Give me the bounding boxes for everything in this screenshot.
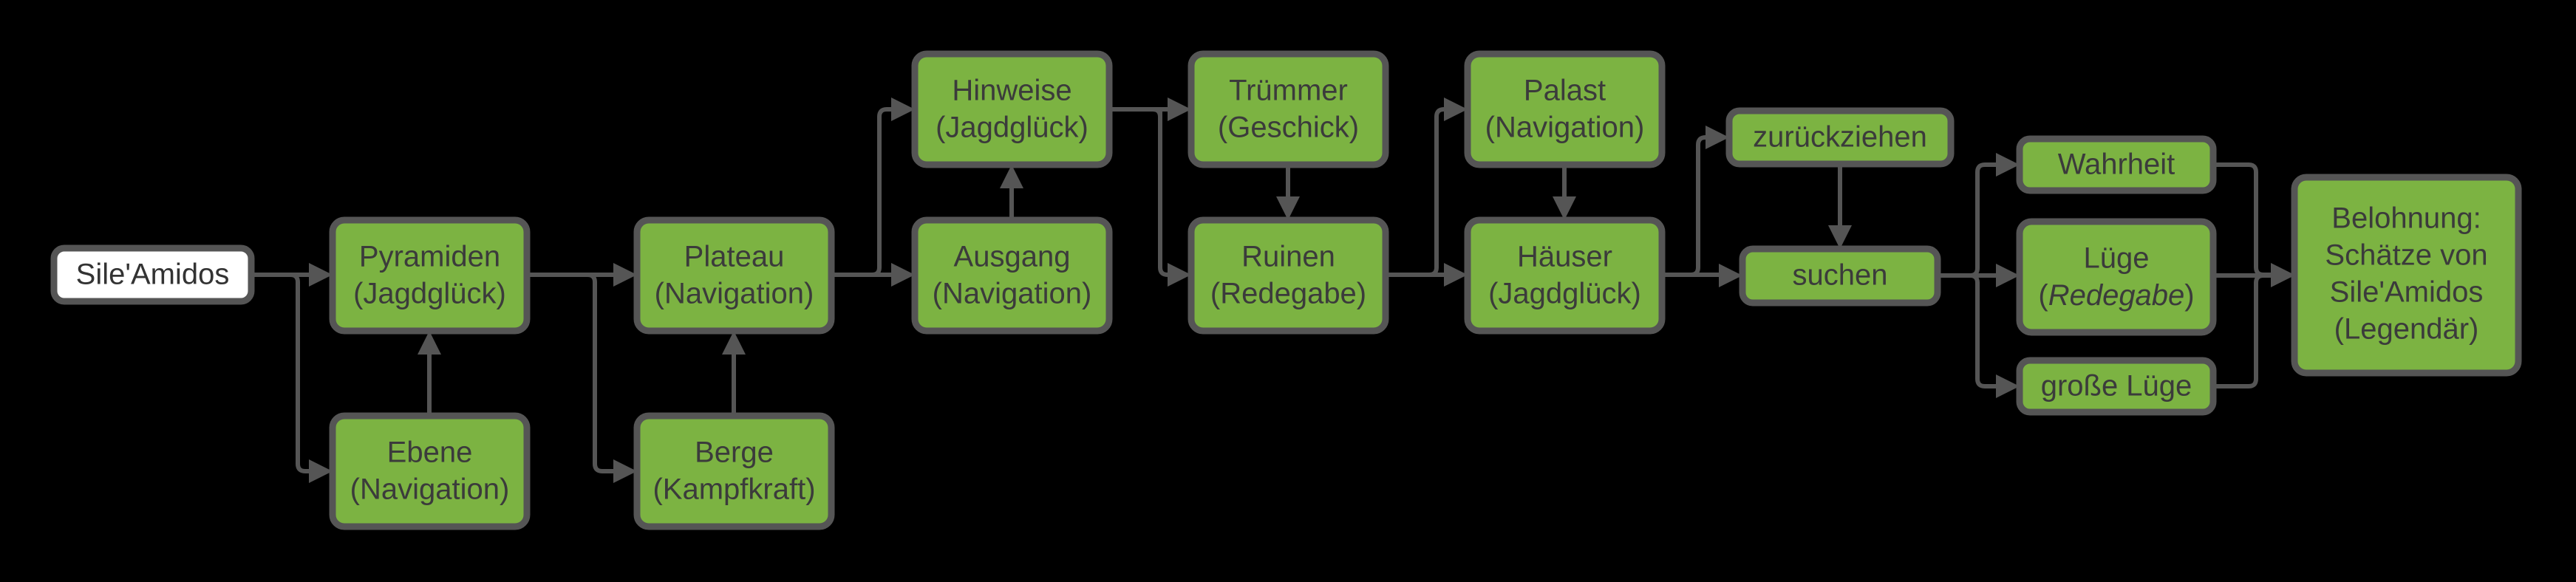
node-grosse-luege[interactable]: große Lüge [2016,357,2217,416]
node-ruinen-shape[interactable] [1188,216,1389,335]
node-truemmer-line-1: Trümmer [1229,75,1348,107]
edge-plateau-to-hinweise [831,97,915,277]
node-pyramiden[interactable]: Pyramiden (Jagdglück) [329,216,531,335]
node-wahrheit-label: Wahrheit [2058,148,2175,181]
node-ausgang-line-1: Ausgang [954,241,1071,273]
node-luege-line-2: (Redegabe) [2038,279,2194,312]
node-haeuser-line-1: Häuser [1517,241,1612,273]
node-ausgang-line-2: (Navigation) [933,278,1092,310]
start-node[interactable]: Sile'Amidos [50,244,255,305]
start-node-label: Sile'Amidos [76,259,230,291]
node-pyramiden-shape[interactable] [329,216,531,335]
node-truemmer-shape[interactable] [1188,50,1389,168]
node-suchen[interactable]: suchen [1739,245,1941,307]
node-suchen-shape[interactable] [1739,245,1941,307]
node-belohnung-line-3: Sile'Amidos [2330,276,2484,309]
node-zurueckziehen[interactable]: zurückziehen [1725,107,1955,168]
edge-suchen-to-luege [1938,264,2020,287]
node-suchen-label: suchen [1793,259,1888,292]
edge-ebene-to-pyramiden [418,331,441,416]
node-ausgang-shape[interactable] [911,216,1113,335]
node-ebene-line-2: (Navigation) [350,473,510,506]
node-ebene[interactable]: Ebene (Navigation) [329,412,531,530]
node-berge-line-2: (Kampfkraft) [652,473,815,506]
node-berge[interactable]: Berge (Kampfkraft) [633,412,835,530]
node-ruinen-line-1: Ruinen [1241,241,1335,273]
edge-ruinen-to-haeuser [1386,263,1468,287]
node-hinweise-line-1: Hinweise [952,75,1071,107]
edge-wahrheit-to-belohnung [2213,162,2294,287]
node-palast-line-1: Palast [1524,75,1606,107]
luege-skill-italic: Redegabe [2048,279,2185,312]
edge-suchen-to-wahrheit [1938,153,2020,278]
node-plateau-shape[interactable] [633,216,835,335]
edge-truemmer-to-ruinen [1276,165,1300,220]
node-hinweise-line-2: (Jagdglück) [936,112,1088,144]
node-belohnung-line-1: Belohnung: [2331,202,2481,235]
node-berge-shape[interactable] [633,412,835,530]
node-wahrheit[interactable]: Wahrheit [2016,135,2217,194]
node-truemmer[interactable]: Trümmer (Geschick) [1188,50,1389,168]
node-haeuser[interactable]: Häuser (Jagdglück) [1464,216,1666,335]
edge-grosse-luege-to-belohnung [2213,273,2271,388]
node-truemmer-line-2: (Geschick) [1218,112,1359,144]
node-belohnung[interactable]: Belohnung: Schätze von Sile'Amidos (Lege… [2291,174,2522,377]
edge-pyramiden-to-berge [527,273,637,483]
node-belohnung-line-4: (Legendär) [2334,313,2479,346]
node-ebene-line-1: Ebene [387,437,473,469]
node-haeuser-line-2: (Jagdglück) [1488,278,1641,310]
node-plateau-line-1: Plateau [684,241,785,273]
edge-haeuser-to-zurueckziehen [1662,126,1729,277]
node-ausgang[interactable]: Ausgang (Navigation) [911,216,1113,335]
edge-suchen-to-grosse-luege [1969,273,2020,398]
edge-hinweise-to-ruinen [1142,107,1191,287]
node-layer: Sile'Amidos Pyramiden (Jagdglück) Ebene … [50,50,2522,530]
edge-berge-to-plateau [722,331,746,416]
node-palast-shape[interactable] [1464,50,1666,168]
node-hinweise[interactable]: Hinweise (Jagdglück) [911,50,1113,168]
node-palast[interactable]: Palast (Navigation) [1464,50,1666,168]
node-palast-line-2: (Navigation) [1485,112,1645,144]
node-grosse-luege-shape[interactable] [2016,357,2217,416]
node-ruinen[interactable]: Ruinen (Redegabe) [1188,216,1389,335]
node-pyramiden-line-1: Pyramiden [359,241,500,273]
node-luege-line-1: Lüge [2084,242,2150,275]
node-haeuser-shape[interactable] [1464,216,1666,335]
luege-paren-open: ( [2038,279,2048,312]
node-zurueckziehen-shape[interactable] [1725,107,1955,168]
node-hinweise-shape[interactable] [911,50,1113,168]
node-belohnung-line-2: Schätze von [2325,239,2487,272]
edge-layer [251,97,2294,483]
edge-haeuser-to-suchen [1662,264,1742,287]
node-ebene-shape[interactable] [329,412,531,530]
edge-ruinen-to-palast [1386,97,1468,277]
node-luege[interactable]: Lüge (Redegabe) [2016,218,2217,336]
start-node-shape[interactable] [50,244,255,305]
edge-plateau-to-ausgang [831,263,915,287]
edge-ausgang-to-hinweise [1000,165,1023,220]
node-plateau[interactable]: Plateau (Navigation) [633,216,835,335]
edge-zurueckziehen-to-suchen [1828,164,1852,249]
node-pyramiden-line-2: (Jagdglück) [353,278,506,310]
edge-start-to-ebene [276,273,333,483]
node-grosse-luege-label: große Lüge [2041,370,2192,403]
node-luege-shape[interactable] [2016,218,2217,336]
luege-paren-close: ) [2184,279,2194,312]
node-berge-line-1: Berge [695,437,774,469]
edge-palast-to-haeuser [1553,165,1576,220]
node-plateau-line-2: (Navigation) [655,278,814,310]
node-wahrheit-shape[interactable] [2016,135,2217,194]
node-ruinen-line-2: (Redegabe) [1210,278,1366,310]
node-belohnung-shape[interactable] [2291,174,2522,377]
node-zurueckziehen-label: zurückziehen [1753,121,1927,154]
